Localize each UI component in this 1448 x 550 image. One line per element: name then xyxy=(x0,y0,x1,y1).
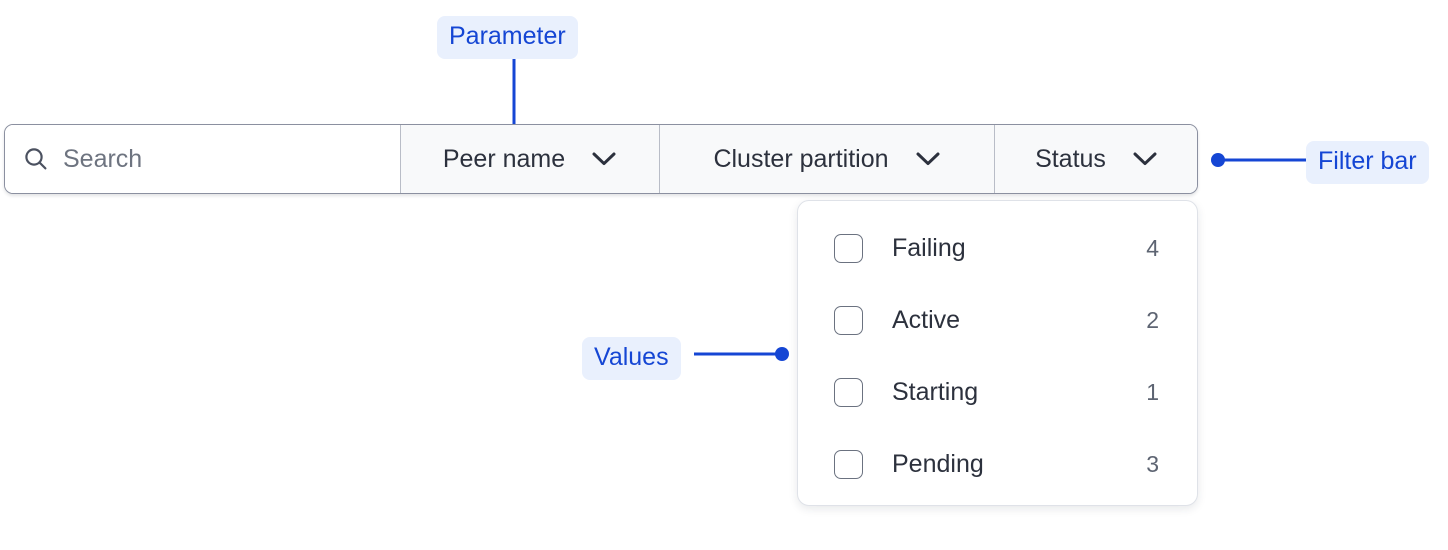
filter-dropdown-status-label: Status xyxy=(1035,144,1106,173)
status-dropdown-panel: Failing 4 Active 2 Starting 1 Pending 3 xyxy=(797,200,1198,506)
filter-bar-connector-dot xyxy=(1211,153,1225,167)
dropdown-option-failing[interactable]: Failing 4 xyxy=(798,223,1197,273)
dropdown-option-pending[interactable]: Pending 3 xyxy=(798,439,1197,489)
annotation-label-filter-bar: Filter bar xyxy=(1306,141,1429,184)
dropdown-option-label: Active xyxy=(892,305,961,334)
filter-dropdown-peer-name[interactable]: Peer name xyxy=(401,125,660,193)
dropdown-option-starting[interactable]: Starting 1 xyxy=(798,367,1197,417)
checkbox-failing[interactable] xyxy=(834,233,863,263)
filter-dropdown-cluster-partition[interactable]: Cluster partition xyxy=(660,125,995,193)
dropdown-option-label: Pending xyxy=(892,449,984,478)
annotation-label-parameter: Parameter xyxy=(437,16,578,59)
search-input[interactable] xyxy=(63,144,382,174)
dropdown-option-count: 1 xyxy=(1146,378,1159,405)
dropdown-option-count: 3 xyxy=(1146,450,1159,477)
checkbox-starting[interactable] xyxy=(834,377,863,407)
dropdown-option-count: 2 xyxy=(1146,306,1159,333)
dropdown-option-label: Starting xyxy=(892,377,979,406)
chevron-down-icon xyxy=(591,151,617,167)
chevron-down-icon xyxy=(1132,151,1158,167)
annotation-label-values: Values xyxy=(582,337,681,380)
dropdown-option-active[interactable]: Active 2 xyxy=(798,295,1197,345)
search-field[interactable] xyxy=(5,125,401,193)
values-connector-dot xyxy=(775,347,789,361)
checkbox-pending[interactable] xyxy=(834,449,863,479)
filter-dropdown-cluster-partition-label: Cluster partition xyxy=(713,144,889,173)
search-icon xyxy=(23,146,49,172)
chevron-down-icon xyxy=(915,151,941,167)
checkbox-active[interactable] xyxy=(834,305,863,335)
filter-dropdown-peer-name-label: Peer name xyxy=(442,144,566,173)
filter-bar: Peer name Cluster partition Status xyxy=(4,124,1198,194)
dropdown-option-label: Failing xyxy=(892,233,966,262)
filter-dropdown-status[interactable]: Status xyxy=(995,125,1197,193)
dropdown-option-count: 4 xyxy=(1146,234,1159,261)
